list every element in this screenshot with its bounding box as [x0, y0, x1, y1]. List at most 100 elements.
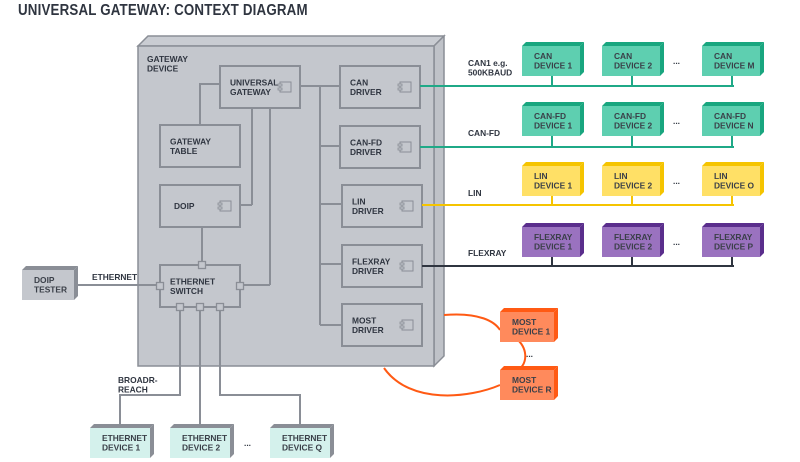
most-ring-line	[383, 367, 501, 397]
component-icon	[399, 200, 414, 212]
device-front-face	[522, 166, 580, 196]
component-doip[interactable]: DOIP	[159, 184, 241, 228]
device-top-face	[500, 308, 558, 312]
device-front-face	[702, 106, 760, 136]
device-front-face	[170, 428, 230, 458]
device-front-face	[522, 46, 580, 76]
component-icon	[397, 81, 412, 93]
device-front-face	[522, 106, 580, 136]
device-front-face	[602, 227, 660, 257]
switch-port-right	[235, 281, 245, 291]
device-side-face	[330, 424, 334, 458]
component-box	[341, 244, 423, 288]
switch-port-bottom-3	[215, 302, 225, 312]
device-top-face	[702, 162, 764, 166]
component-box	[339, 65, 421, 109]
ethernet-bus-label: ETHERNET	[92, 272, 138, 282]
device-front-face	[22, 270, 74, 300]
device-side-face	[660, 102, 664, 136]
device-side-face	[580, 42, 584, 76]
device-front-face	[602, 46, 660, 76]
can-bus-label: CAN1 e.g.500KBAUD	[468, 58, 512, 78]
canfd-ellipsis: ...	[673, 116, 680, 126]
device-top-face	[22, 266, 78, 270]
device-top-face	[170, 424, 234, 428]
device-top-face	[602, 102, 664, 106]
device-top-face	[522, 102, 584, 106]
component-icon	[277, 81, 292, 93]
device-top-face	[702, 223, 764, 227]
device-top-face	[90, 424, 154, 428]
device-side-face	[660, 162, 664, 196]
device-top-face	[270, 424, 334, 428]
device-side-face	[580, 162, 584, 196]
most-ring-line	[443, 313, 501, 331]
component-box	[159, 184, 241, 228]
ethernet-link-1	[119, 310, 181, 428]
switch-port-left	[155, 281, 165, 291]
device-front-face	[500, 312, 554, 342]
device-side-face	[74, 266, 78, 300]
device-front-face	[270, 428, 330, 458]
component-box	[341, 303, 423, 347]
device-side-face	[660, 42, 664, 76]
flexray-ellipsis: ...	[673, 237, 680, 247]
device-top-face	[602, 162, 664, 166]
canfd-bus-label: CAN-FD	[468, 128, 500, 138]
device-side-face	[230, 424, 234, 458]
device-top-face	[522, 162, 584, 166]
device-top-face	[500, 366, 558, 370]
device-side-face	[554, 308, 558, 342]
device-side-face	[580, 102, 584, 136]
device-top-face	[522, 42, 584, 46]
component-icon	[399, 260, 414, 272]
component-icon	[217, 200, 232, 212]
connector-ug-table	[199, 83, 220, 125]
device-side-face	[760, 42, 764, 76]
device-front-face	[702, 227, 760, 257]
lin-bus-label: LIN	[468, 188, 482, 198]
device-front-face	[702, 46, 760, 76]
gateway-top-face	[136, 35, 446, 47]
